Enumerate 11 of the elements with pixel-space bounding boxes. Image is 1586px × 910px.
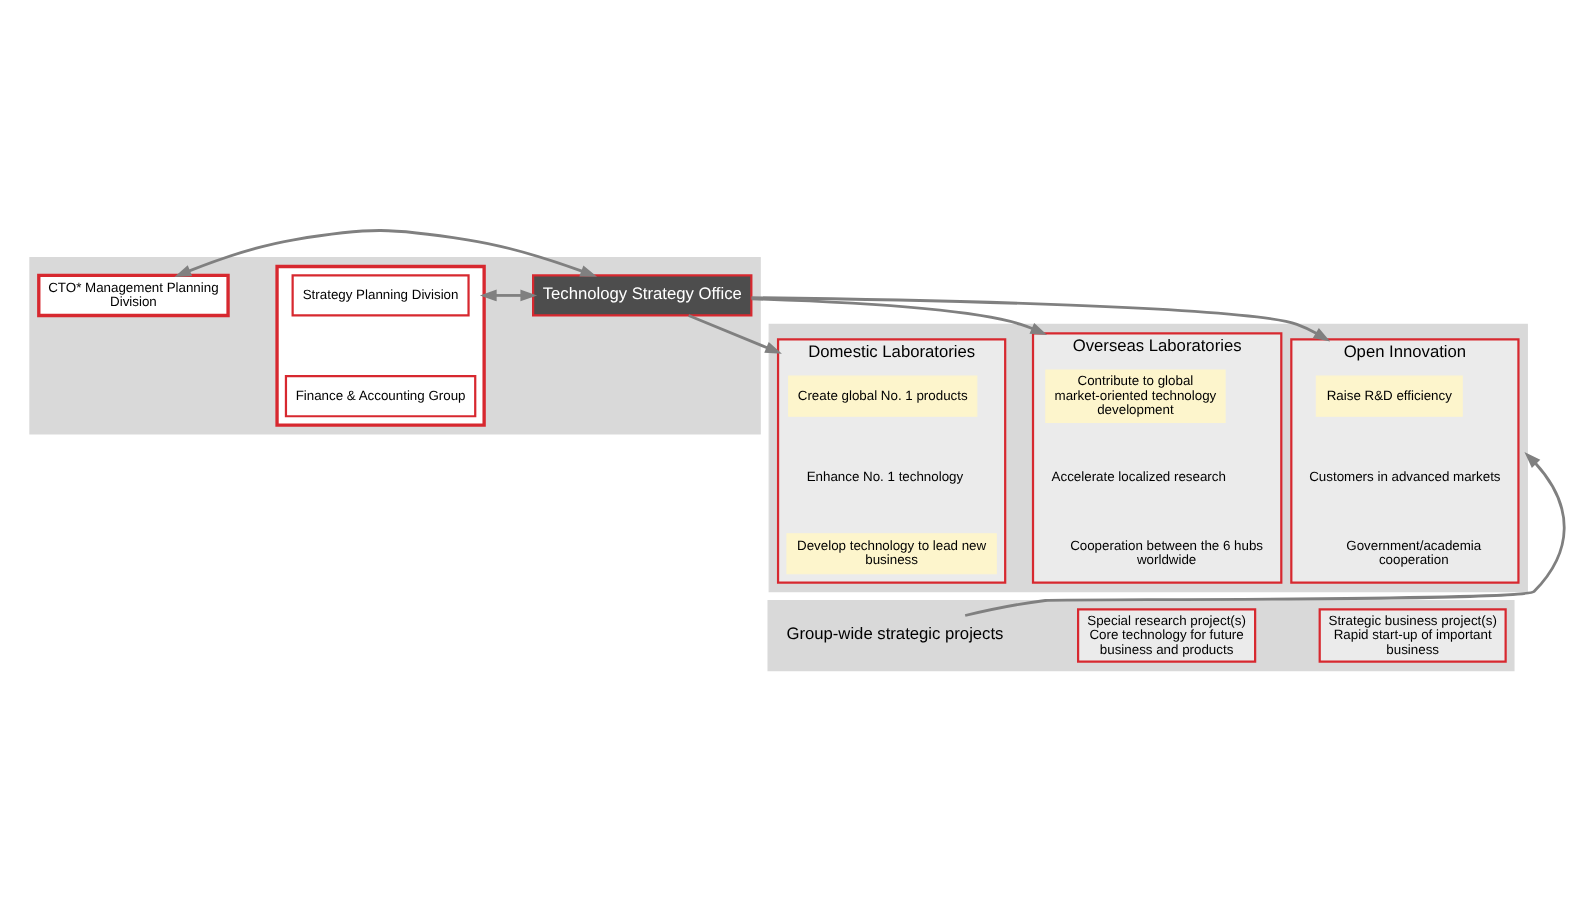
arrow [479,289,538,302]
arrow [174,229,598,277]
cluster [767,599,1515,672]
cluster [275,264,486,427]
arrow [964,451,1566,617]
arrow [688,314,782,354]
node-text: Group-wide strategic projects [786,623,1004,644]
arrow [751,297,1048,335]
node-box: Technology Strategy Office [532,274,753,317]
cluster [29,257,761,435]
arrow [751,296,1331,342]
